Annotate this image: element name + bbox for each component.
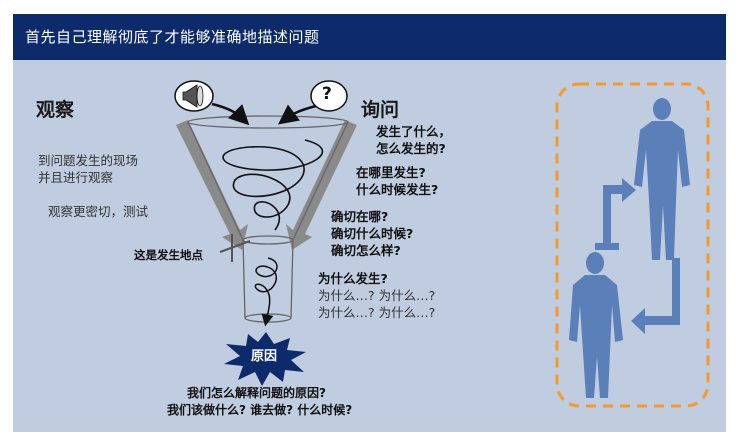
dashed-frame (555, 82, 710, 408)
observe-note-1: 到问题发生的现场 并且进行观察 (38, 152, 138, 186)
observe-note-1-line1: 到问题发生的现场 (38, 153, 139, 168)
person-silhouette-icon (569, 252, 623, 398)
observe-note-2: 观察更密切，测试 (48, 204, 149, 219)
question-mark: ? (322, 84, 332, 104)
page-title: 首先自己理解彻底了才能够准确地描述问题 (25, 28, 320, 46)
footer-question-2: 我们该做什么? 谁去做? 什么时候? (167, 403, 353, 417)
bent-arrow-up-right (595, 178, 636, 250)
observe-arrow (176, 120, 248, 250)
root-cause-star (224, 332, 306, 386)
location-pointer (219, 240, 251, 253)
megaphone-icon (174, 80, 214, 112)
q3-line2: 确切什么时候? (331, 226, 414, 241)
ask-title: 询问 (361, 99, 400, 121)
root-cause-label: 原因 (251, 349, 278, 364)
question-group-1: 发生了什么， 怎么发生的? (376, 123, 451, 157)
header-bar: 首先自己理解彻底了才能够准确地描述问题 (13, 14, 726, 60)
spiral-lower (254, 257, 278, 327)
question-group-3: 确切在哪? 确切什么时候? 确切怎么样? (331, 208, 413, 259)
q2-line2: 什么时候发生? (356, 182, 439, 197)
q4-line3: 为什么…? 为什么…? (318, 305, 436, 320)
megaphone-arrow (211, 102, 250, 126)
question-group-4: 为什么发生? 为什么…? 为什么…? 为什么…? 为什么…? (318, 270, 435, 321)
observe-note-1-line2: 并且进行观察 (38, 170, 114, 185)
spiral-path (222, 139, 324, 231)
bent-arrow-down-left (631, 258, 680, 334)
person-silhouette-icon (634, 98, 690, 260)
q3-line3: 确切怎么样? (331, 243, 401, 258)
q1-line2: 怎么发生的? (376, 141, 446, 156)
footer-question-1: 我们怎么解释问题的原因? (187, 386, 326, 400)
location-label: 这是发生地点 (134, 248, 203, 262)
q1-line1: 发生了什么， (376, 124, 452, 139)
question-bubble-icon (310, 80, 348, 112)
question-arrow (277, 104, 317, 125)
q4-line1: 为什么发生? (318, 271, 388, 286)
q4-line2: 为什么…? 为什么…? (318, 288, 436, 303)
q2-line1: 在哪里发生? (356, 165, 426, 180)
q3-line1: 确切在哪? (331, 209, 389, 224)
observe-title: 观察 (36, 99, 75, 121)
question-group-2: 在哪里发生? 什么时候发生? (356, 164, 438, 198)
